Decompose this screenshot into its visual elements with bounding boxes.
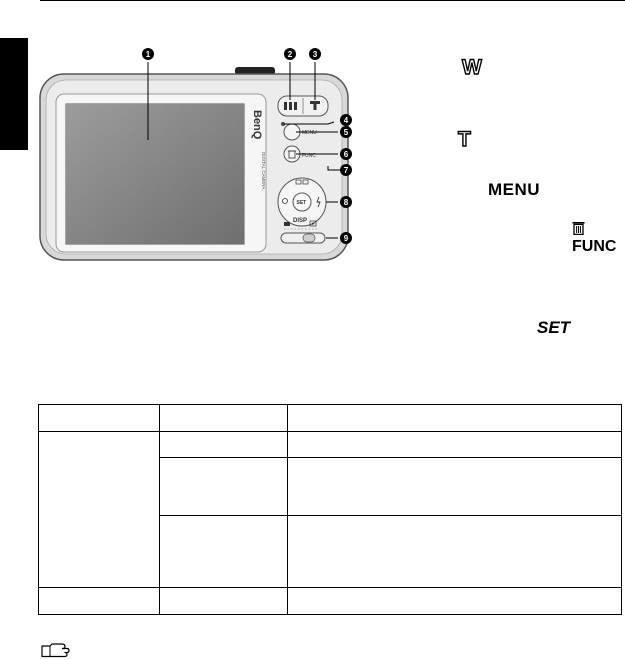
table-cell <box>287 457 622 516</box>
callout-3-label: 3 <box>313 50 318 59</box>
flash-icon <box>316 196 321 208</box>
callout-5-label: 5 <box>344 128 349 137</box>
macro-icon <box>282 198 288 204</box>
table-header-row <box>38 404 622 432</box>
camera-back-figure: BenQ DIGITAL CAMERA MENU FUNC SET DI <box>28 40 378 280</box>
callout-2 <box>284 48 296 60</box>
table-cell <box>159 404 288 432</box>
table-row <box>39 457 622 516</box>
table-cell <box>159 515 288 588</box>
func-glyph-text: FUNC <box>572 238 617 255</box>
callout-8 <box>340 196 352 208</box>
callout-6 <box>340 148 352 160</box>
zoom-tele-glyph: T <box>457 127 471 151</box>
table-row <box>38 587 622 615</box>
status-led <box>281 122 285 126</box>
table-cell <box>38 587 160 615</box>
set-glyph: SET <box>537 318 571 337</box>
table-cell <box>287 587 622 615</box>
table-cell <box>38 431 160 588</box>
callout-1 <box>142 48 154 60</box>
menu-button-label: MENU <box>302 130 317 136</box>
set-button-label: SET <box>297 200 307 206</box>
callout-9-label: 9 <box>344 234 349 243</box>
table-cell <box>287 404 622 432</box>
menu-glyph: MENU <box>488 180 541 199</box>
camera-mode-icon <box>295 179 309 185</box>
func-glyph: FUNC <box>572 220 625 256</box>
play-mode-icon <box>309 220 317 227</box>
spec-table <box>38 404 622 615</box>
table-cell <box>287 515 622 588</box>
table-cell <box>287 431 622 458</box>
table-cell <box>159 457 288 516</box>
table-row <box>38 431 622 588</box>
trash-icon <box>572 222 585 235</box>
callout-7-label: 7 <box>344 166 349 175</box>
camera-mode-icon <box>284 222 290 226</box>
table-cell <box>159 587 288 615</box>
callout-4 <box>340 114 352 126</box>
disp-button-label: DISP <box>293 218 307 224</box>
func-button-label: FUNC <box>302 153 316 159</box>
table-cell <box>159 431 288 458</box>
model-label: DIGITAL CAMERA <box>261 152 266 190</box>
note-hand-icon <box>41 643 70 658</box>
callout-7 <box>340 164 352 176</box>
callout-6-label: 6 <box>344 150 349 159</box>
zoom-tele-icon <box>310 101 320 110</box>
table-cell <box>38 404 160 432</box>
language-tab <box>0 38 28 150</box>
set-button-shape <box>292 192 312 212</box>
header-rule <box>40 0 625 1</box>
zoom-wide-icon <box>284 102 297 110</box>
callout-8-label: 8 <box>344 198 349 207</box>
table-row <box>39 515 622 588</box>
shutter-button <box>235 67 275 75</box>
callout-1-label: 1 <box>146 50 151 59</box>
zoom-wide-glyph: W <box>461 55 482 79</box>
brand-logo: BenQ <box>251 110 263 140</box>
callout-5 <box>340 126 352 138</box>
callout-2-label: 2 <box>288 50 293 59</box>
callout-3 <box>309 48 321 60</box>
callout-9 <box>340 232 352 244</box>
trash-icon <box>288 150 296 159</box>
callout-4-label: 4 <box>344 116 349 125</box>
